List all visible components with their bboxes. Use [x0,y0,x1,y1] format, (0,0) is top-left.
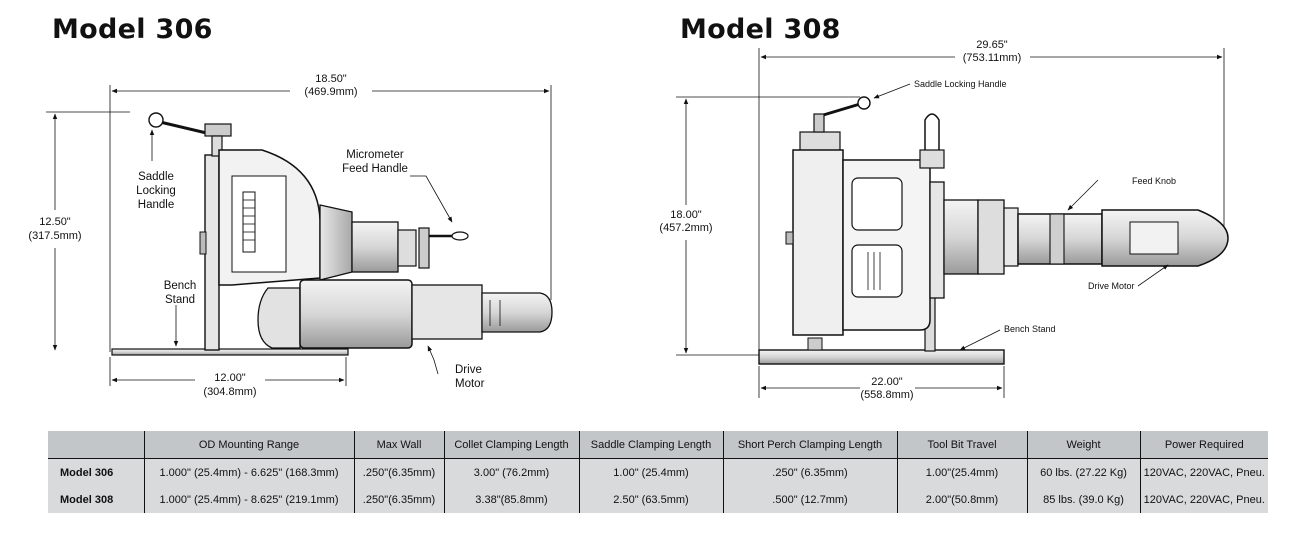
m306-motor-label-1: Drive [455,364,482,376]
table-cell: .250"(6.35mm) [353,458,444,486]
table-cell: 2.00"(50.8mm) [896,486,1027,513]
table-cell: .500" (12.7mm) [722,486,897,513]
m306-height-dim-mm: (317.5mm) [28,230,81,242]
m306-height-dim: 12.50" [39,216,71,228]
model-306-title: Model 306 [52,14,213,45]
table-cell: 120VAC, 220VAC, Pneu. [1139,486,1268,513]
m308-bench-stand-label: Bench Stand [1004,324,1056,334]
table-cell: 1.000" (25.4mm) - 8.625" (219.1mm) [143,486,354,513]
m308-height-dim-mm: (457.2mm) [659,222,712,234]
m306-width-dim: 18.50" [315,73,347,85]
row-model-name: Model 308 [48,486,144,513]
m306-width-dim-mm: (469.9mm) [304,86,357,98]
model-308-title: Model 308 [680,14,841,45]
table-row: Model 306 1.000" (25.4mm) - 6.625" (168.… [48,458,1268,486]
table-cell: 2.50" (63.5mm) [578,486,723,513]
table-cell: 3.38"(85.8mm) [443,486,579,513]
specs-header-cell: OD Mounting Range [143,431,354,459]
m306-saddle-label-2: Locking [136,185,176,197]
m308-drive-motor-label: Drive Motor [1088,281,1135,291]
table-cell: 1.00" (25.4mm) [578,458,723,486]
table-cell: 1.000" (25.4mm) - 6.625" (168.3mm) [143,458,354,486]
m306-base-dim: 12.00" [214,372,246,384]
m308-saddle-label: Saddle Locking Handle [914,79,1007,89]
table-cell: .250" (6.35mm) [722,458,897,486]
m306-motor-label-2: Motor [455,378,485,390]
specs-header-cell: Saddle Clamping Length [578,431,723,459]
m308-base-dim: 22.00" [871,376,903,388]
m308-width-dim-mm: (753.11mm) [963,52,1021,64]
m308-height-dim: 18.00" [670,209,702,221]
table-cell: 120VAC, 220VAC, Pneu. [1139,458,1268,486]
model-306-drawing [46,85,553,386]
table-cell: 3.00" (76.2mm) [443,458,579,486]
m308-feed-knob-label: Feed Knob [1132,176,1176,186]
table-cell: 85 lbs. (39.0 Kg) [1026,486,1140,513]
m306-base-dim-mm: (304.8mm) [203,386,256,398]
machine-drawings: 18.50" (469.9mm) 12.50" (317.5mm) 12.00"… [28,39,1229,401]
m306-saddle-label-1: Saddle [138,171,174,183]
specs-header-cell: Short Perch Clamping Length [722,431,897,459]
m306-micrometer-label-1: Micrometer [346,149,404,161]
specs-header-cell: Collet Clamping Length [443,431,579,459]
table-row: Model 308 1.000" (25.4mm) - 8.625" (219.… [48,486,1268,513]
m308-base-dim-mm: (558.8mm) [860,389,913,401]
row-model-name: Model 306 [48,458,144,486]
table-cell: 1.00"(25.4mm) [896,458,1027,486]
table-cell: 60 lbs. (27.22 Kg) [1026,458,1140,486]
specs-table: OD Mounting Range Max Wall Collet Clampi… [48,431,1268,513]
specs-header-cell: Tool Bit Travel [896,431,1027,459]
m306-saddle-label-3: Handle [138,199,174,211]
specs-header-cell [48,431,144,459]
model-308-drawing [676,48,1229,398]
specs-header-row: OD Mounting Range Max Wall Collet Clampi… [48,431,1268,459]
m306-micrometer-label-2: Feed Handle [342,163,408,175]
specs-header-cell: Power Required [1139,431,1268,459]
specs-header-cell: Max Wall [353,431,444,459]
specs-header-cell: Weight [1026,431,1140,459]
m306-bench-label-2: Stand [165,294,195,306]
table-cell: .250"(6.35mm) [353,486,444,513]
m308-width-dim: 29.65" [976,39,1008,51]
m306-bench-label-1: Bench [164,280,197,292]
